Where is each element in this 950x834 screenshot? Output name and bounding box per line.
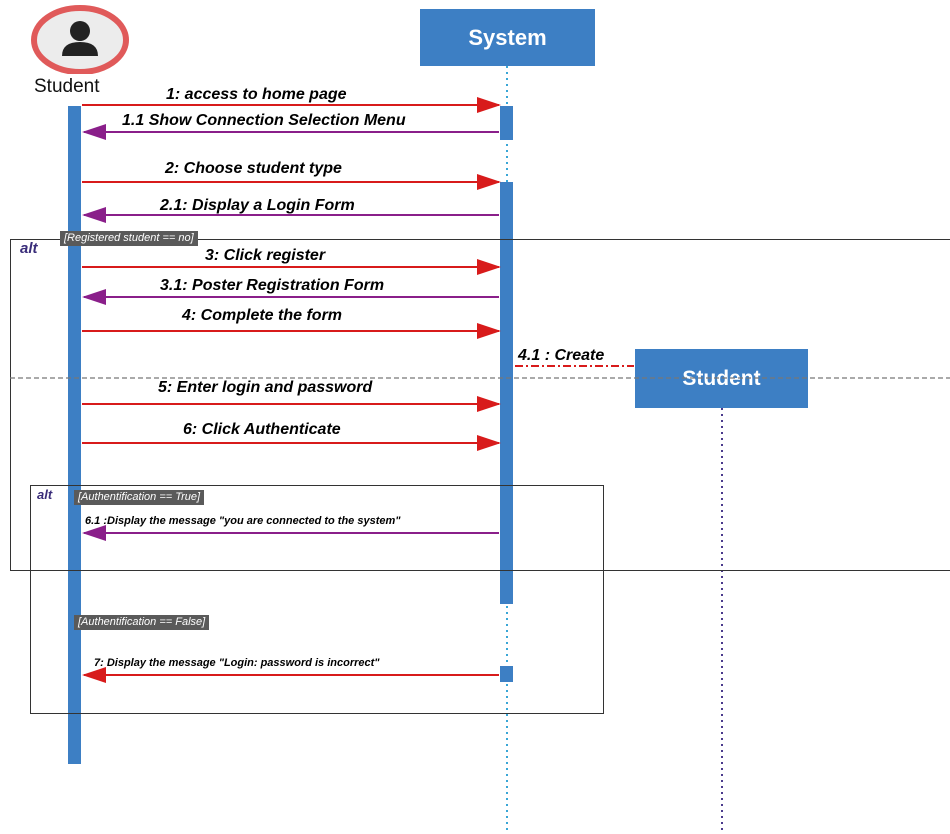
outer-alt-label: alt — [20, 240, 38, 257]
inner-alt-frame — [30, 485, 604, 714]
system-lifeline-head: System — [420, 9, 595, 66]
label-m2: 2: Choose student type — [165, 160, 342, 177]
system-lifeline-label: System — [468, 24, 547, 50]
label-m6-1: 6.1 :Display the message "you are connec… — [85, 515, 401, 527]
label-m4: 4: Complete the form — [182, 307, 343, 324]
label-m2-1: 2.1: Display a Login Form — [160, 197, 355, 214]
actor-label: Student — [34, 76, 100, 97]
label-m1-1: 1.1 Show Connection Selection Menu — [122, 112, 406, 129]
actor-icon — [29, 4, 131, 75]
student-object-lifeline-line — [721, 408, 723, 834]
inner-alt-label: alt — [37, 487, 53, 502]
system-activation-bar-3 — [500, 666, 513, 682]
label-m7: 7: Display the message "Login: password … — [94, 657, 380, 669]
actor-activation-bar — [68, 106, 81, 764]
student-object-label: Student — [682, 366, 761, 390]
system-activation-bar-2 — [500, 182, 513, 604]
label-m6: 6: Click Authenticate — [183, 421, 341, 438]
outer-alt-frame — [10, 239, 950, 571]
label-m5: 5: Enter login and password — [158, 379, 373, 396]
outer-alt-guard: [Registered student == no] — [60, 231, 198, 246]
inner-alt-guard-false: [Authentification == False] — [74, 615, 210, 630]
inner-alt-guard-true: [Authentification == True] — [74, 490, 205, 505]
label-m1: 1: access to home page — [166, 86, 347, 103]
label-m4-1: 4.1 : Create — [518, 347, 605, 364]
label-m3: 3: Click register — [205, 247, 326, 264]
system-activation-bar-1 — [500, 106, 513, 140]
label-m3-1: 3.1: Poster Registration Form — [160, 277, 385, 294]
outer-alt-divider — [10, 377, 950, 379]
